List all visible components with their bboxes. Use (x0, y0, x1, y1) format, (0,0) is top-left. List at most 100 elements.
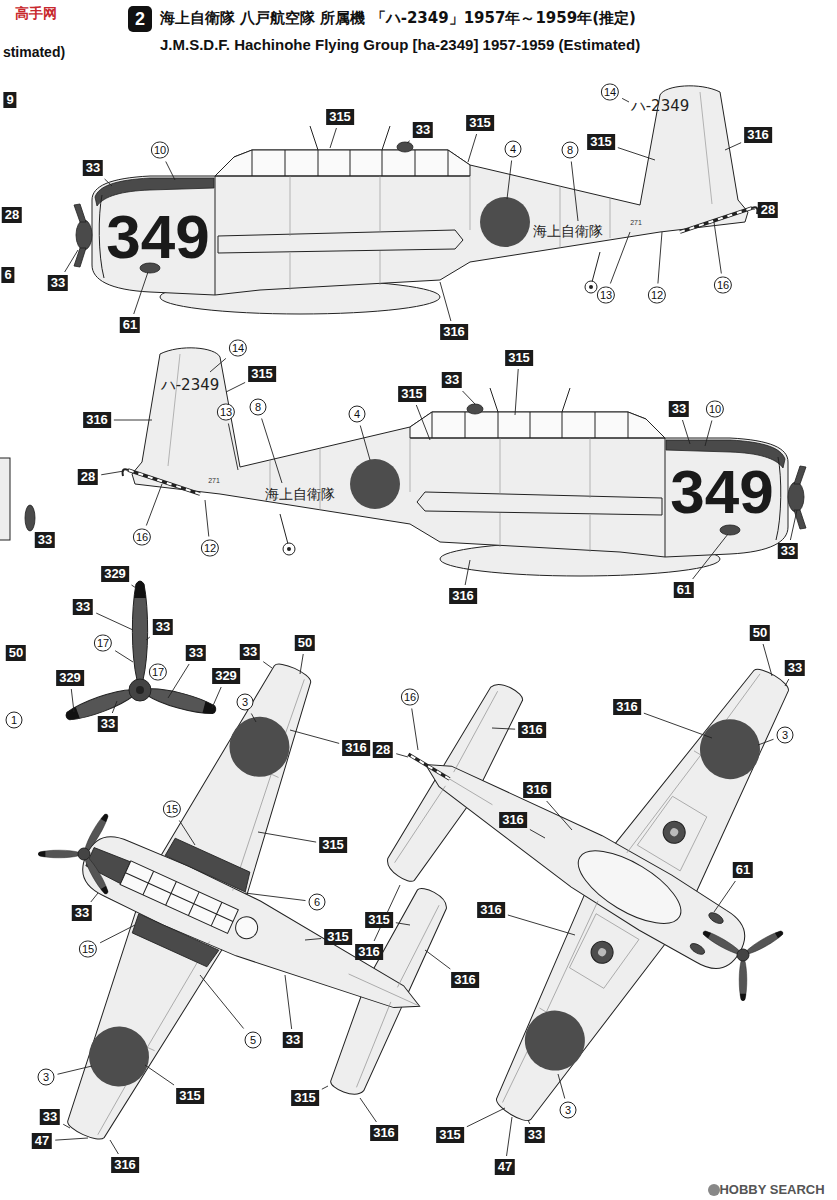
leader-line (91, 893, 98, 902)
decal-callout: 5 (245, 1032, 262, 1049)
exhaust (689, 941, 707, 956)
decal-callout: 14 (229, 340, 247, 357)
leader-lines (55, 98, 797, 1156)
paint-callout: 61 (120, 317, 140, 333)
decal-callout: 12 (648, 287, 666, 304)
paint-callout: 61 (674, 582, 694, 598)
decal-callout: 16 (133, 529, 151, 546)
paint-callout: 33 (153, 619, 173, 635)
aircraft-number: 349 (106, 206, 209, 268)
decal-callout: 1 (6, 712, 23, 729)
propeller (701, 929, 784, 1001)
hub-cap (136, 686, 144, 694)
logo-mark (708, 1184, 720, 1196)
leader-line (263, 662, 272, 668)
leader-line (785, 679, 789, 686)
cropped-propeller (25, 505, 35, 531)
paint-callout: 315 (436, 1127, 464, 1143)
canopy-frame (120, 861, 238, 933)
leader-line (758, 739, 774, 745)
paint-callout: 316 (523, 782, 551, 798)
leader-line (179, 821, 195, 846)
paint-callout: 28 (758, 202, 778, 218)
leader-line (65, 250, 78, 272)
paint-callout: 315 (365, 912, 393, 928)
leader-line (115, 651, 133, 662)
decal-callout: 15 (163, 801, 181, 818)
leader-line (407, 141, 410, 143)
bottom-view (277, 535, 837, 1173)
paint-callout: 33 (73, 599, 93, 615)
hub (129, 679, 151, 701)
leader-line (245, 893, 306, 901)
blade (132, 581, 147, 680)
side-view-left (74, 86, 757, 314)
paint-callout: 329 (101, 566, 129, 582)
decal-callout: 3 (237, 694, 254, 711)
leader-line (425, 950, 450, 969)
paint-callout: 315 (505, 350, 533, 366)
decal-callout: 3 (38, 1069, 55, 1086)
leader-line (285, 975, 292, 1029)
propeller (38, 812, 110, 895)
leader-line (305, 939, 321, 940)
leader-line (251, 714, 256, 723)
paint-callout: 33 (240, 644, 260, 660)
blade (145, 684, 218, 717)
leader-line (507, 161, 512, 200)
decal-callout: 4 (349, 406, 366, 423)
decal-callout: 16 (714, 277, 732, 294)
leader-line (558, 1074, 565, 1099)
paint-callout: 315 (398, 386, 426, 402)
paint-callout: 316 (440, 324, 468, 340)
leader-line (360, 1098, 376, 1122)
paint-callout: 316 (518, 722, 546, 738)
paint-callout: 33 (283, 1032, 303, 1048)
paint-callout: 329 (212, 668, 240, 684)
leader-line (492, 728, 515, 729)
paint-callout: 33 (413, 122, 433, 138)
leader-line (63, 1124, 70, 1128)
paint-callout: 28 (373, 742, 393, 758)
leader-line (530, 829, 545, 838)
decal-callout: 17 (149, 664, 167, 681)
paint-callout: 316 (342, 740, 370, 756)
aircraft-number: 349 (670, 461, 773, 523)
blade (83, 856, 110, 896)
propeller (64, 581, 218, 724)
paint-callout: 315 (466, 115, 494, 131)
leader-line (205, 500, 209, 537)
decal-callout: 16 (401, 689, 419, 706)
paint-callout: 316 (111, 1157, 139, 1173)
leader-line (145, 1065, 174, 1085)
leader-line (101, 471, 124, 475)
decal-callout: 10 (706, 401, 724, 418)
data-stencil: 271 (208, 477, 220, 484)
hub (737, 949, 749, 961)
watermark: HOBBY SEARCH (719, 1183, 824, 1197)
decal-callout: 17 (94, 635, 112, 652)
leader-line (515, 369, 518, 415)
leader-line (465, 560, 470, 585)
radome (567, 837, 691, 938)
leader-line (622, 98, 629, 102)
leader-line (146, 637, 150, 640)
plate-number: 2 (128, 6, 152, 32)
service-marking: 海上自衛隊 (533, 224, 603, 239)
paint-callout: 61 (733, 862, 753, 878)
paint-callout: 33 (35, 532, 55, 548)
decal-callout: 15 (79, 941, 97, 958)
leader-line (330, 128, 336, 148)
leader-line (168, 664, 189, 698)
paint-callout: 33 (72, 905, 92, 921)
leader-line (440, 282, 451, 321)
leader-line (412, 709, 418, 751)
paint-callout: 50 (295, 635, 315, 651)
leader-line (110, 1140, 118, 1154)
leader-line (134, 272, 148, 314)
paint-callout: 316 (449, 588, 477, 604)
leader-line (714, 222, 721, 274)
leader-line (360, 426, 370, 461)
leader-line (112, 701, 117, 713)
